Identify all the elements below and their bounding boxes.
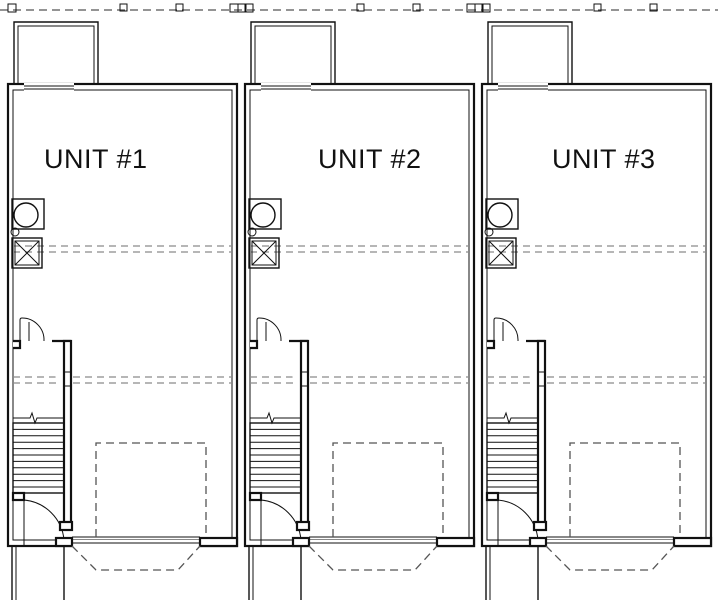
post-marker — [466, 3, 476, 13]
driveway-apron — [308, 545, 438, 571]
driveway-apron — [545, 545, 675, 571]
post-marker — [175, 3, 184, 12]
entry-door-swing — [23, 499, 65, 546]
water-heater-icon — [11, 198, 45, 230]
unit-outline — [480, 82, 713, 548]
staircase — [249, 411, 302, 494]
door-swing — [493, 317, 519, 342]
water-heater-icon — [248, 198, 282, 230]
water-heater-icon — [485, 198, 519, 230]
parking-outline — [332, 442, 444, 537]
door-swing — [19, 317, 45, 342]
post-marker — [229, 3, 239, 13]
post-marker — [356, 3, 365, 12]
parking-outline — [569, 442, 681, 537]
driveway-apron — [71, 545, 201, 571]
unit-1: UNIT #1 — [6, 3, 239, 600]
door-swing — [256, 317, 282, 342]
rear-deck — [13, 21, 99, 84]
post-marker — [7, 3, 17, 13]
post-marker — [593, 3, 602, 12]
post-marker — [412, 3, 421, 12]
unit-label: UNIT #2 — [318, 144, 422, 174]
post-marker — [119, 3, 128, 12]
rear-deck-inner — [17, 25, 95, 84]
parking-outline — [95, 442, 207, 537]
staircase — [486, 411, 539, 494]
rear-deck — [250, 21, 336, 84]
entry-door-swing — [497, 499, 539, 546]
furnace-icon — [485, 237, 517, 269]
rear-deck-inner — [491, 25, 569, 84]
rear-deck — [487, 21, 573, 84]
rear-deck-inner — [254, 25, 332, 84]
wall-stub — [250, 339, 259, 350]
unit-outline — [6, 82, 239, 548]
furnace-icon — [11, 237, 43, 269]
unit-2: UNIT #2 — [243, 3, 476, 600]
post-marker — [481, 3, 491, 13]
unit-outline — [243, 82, 476, 548]
unit-label: UNIT #1 — [44, 144, 148, 174]
entry-door-swing — [260, 499, 302, 546]
post-marker — [649, 3, 658, 12]
staircase — [12, 411, 65, 494]
unit-3: UNIT #3 — [480, 3, 713, 600]
wall-stub — [13, 339, 22, 350]
furnace-icon — [248, 237, 280, 269]
wall-stub — [487, 339, 496, 350]
post-marker — [244, 3, 254, 13]
unit-label: UNIT #3 — [552, 144, 656, 174]
